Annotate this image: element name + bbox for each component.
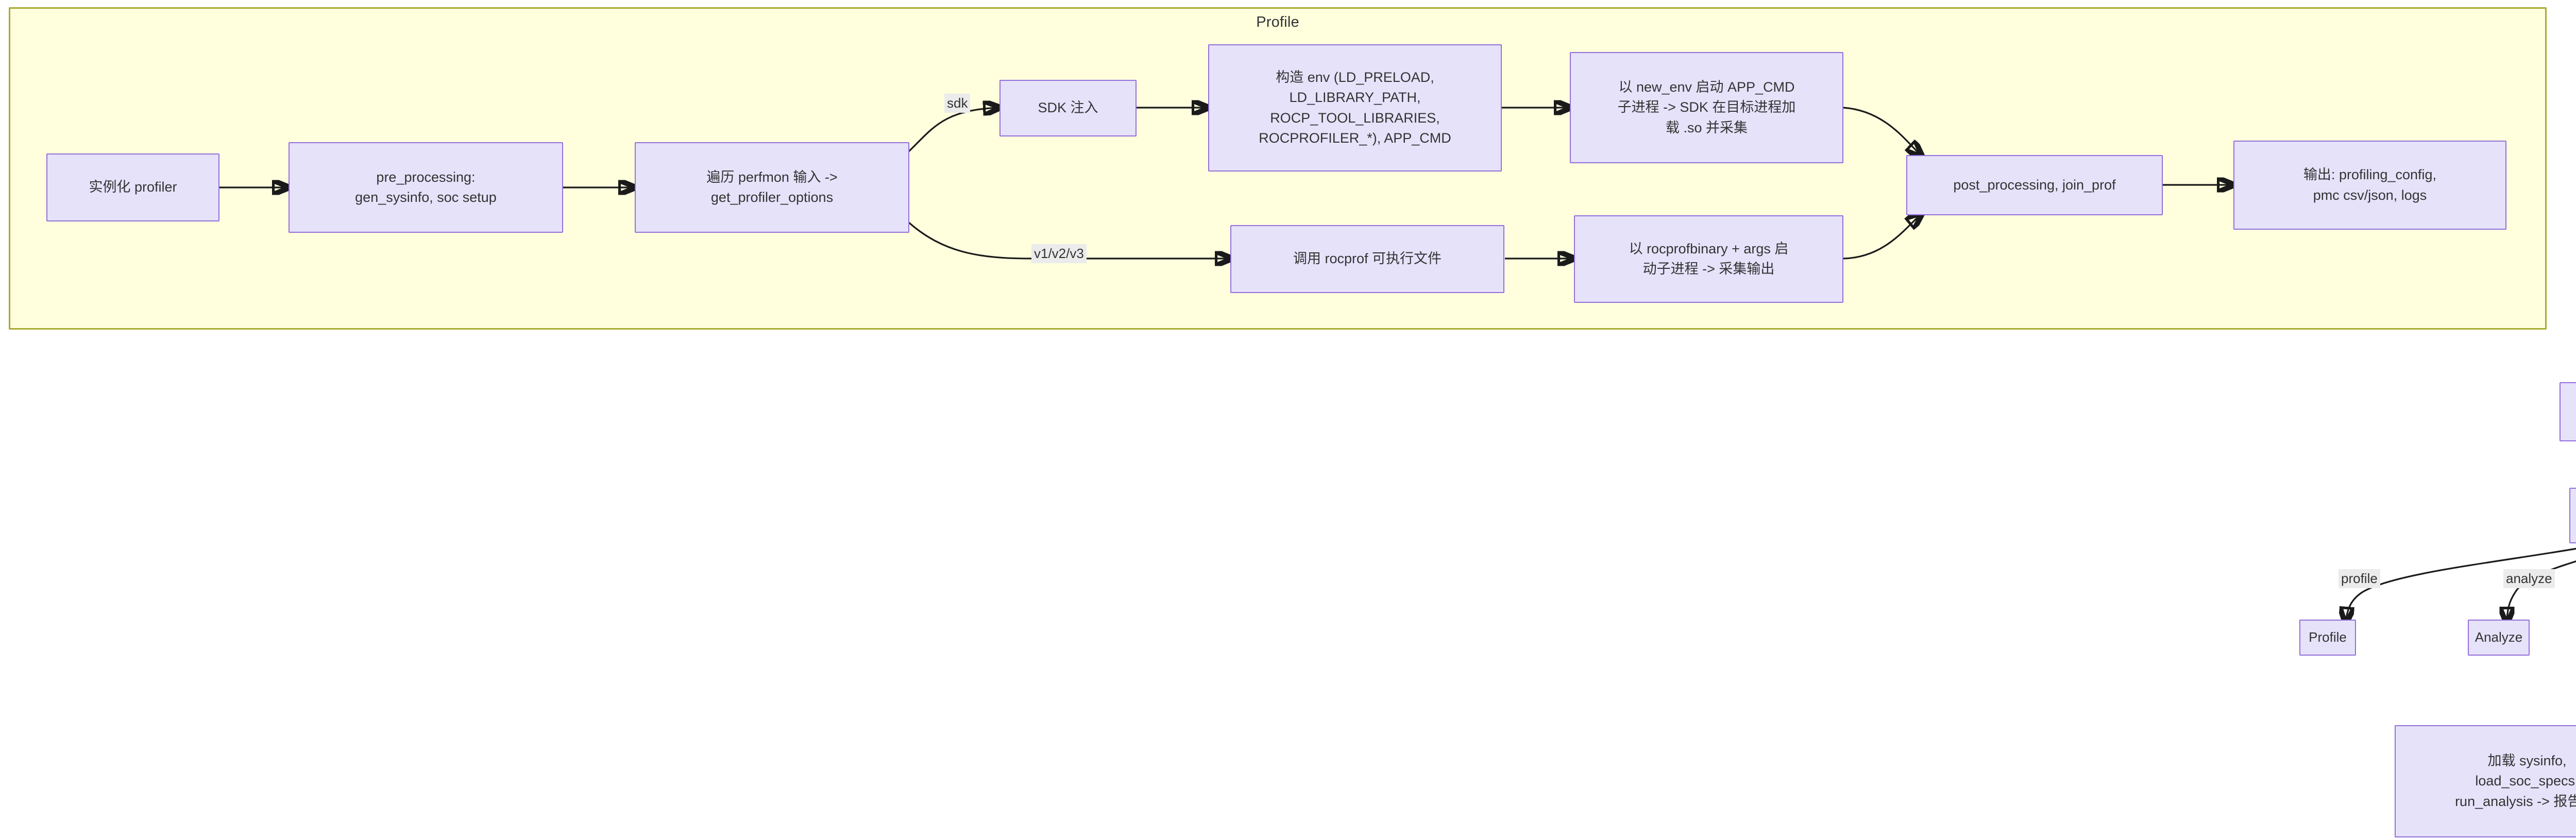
- node-label: 调用 rocprof 可执行文件: [1293, 251, 1442, 267]
- node-launch-app-cmd[interactable]: 以 new_env 启动 APP_CMD 子进程 -> SDK 在目标进程加 载…: [1570, 52, 1843, 163]
- node-label-line-1: 加载 sysinfo,: [2487, 753, 2567, 769]
- node-call-rocprof-executable[interactable]: 调用 rocprof 可执行文件: [1230, 225, 1504, 293]
- node-parse-args-verify-deps[interactable]: 解析参数 & 校验 deps: [2560, 382, 2576, 441]
- node-label-line-2: get_profiler_options: [710, 190, 834, 205]
- node-label-line-2: 子进程 -> SDK 在目标进程加: [1617, 99, 1796, 115]
- edge-label-sdk: sdk: [944, 94, 971, 113]
- node-label-line-2: LD_LIBRARY_PATH,: [1289, 90, 1421, 106]
- edge-label-versions: v1/v2/v3: [1031, 244, 1087, 264]
- node-label-line-2: gen_sysinfo, soc setup: [355, 190, 497, 205]
- node-outputs[interactable]: 输出: profiling_config, pmc csv/json, logs: [2233, 141, 2506, 230]
- node-label: post_processing, join_prof: [1953, 177, 2116, 193]
- node-iterate-perfmon-input[interactable]: 遍历 perfmon 输入 -> get_profiler_options: [635, 142, 909, 233]
- node-label-line-3: run_analysis -> 报告/UI: [2455, 793, 2576, 809]
- node-post-processing[interactable]: post_processing, join_prof: [1906, 155, 2163, 215]
- node-mode-analyze[interactable]: Analyze: [2468, 620, 2530, 656]
- node-label-line-1: pre_processing:: [376, 169, 476, 185]
- node-label-line-1: 以 rocprofbinary + args 启: [1629, 241, 1789, 256]
- node-mode-profile[interactable]: Profile: [2299, 620, 2356, 656]
- node-analysis-steps[interactable]: 加载 sysinfo, load_soc_specs, run_analysis…: [2395, 725, 2576, 837]
- node-launch-rocprof-subprocess[interactable]: 以 rocprofbinary + args 启 动子进程 -> 采集输出: [1574, 215, 1843, 303]
- node-label-line-2: load_soc_specs,: [2475, 773, 2576, 789]
- node-label-line-3: 载 .so 并采集: [1665, 119, 1748, 135]
- node-label-line-3: ROCP_TOOL_LIBRARIES,: [1270, 110, 1440, 126]
- node-label-line-1: 以 new_env 启动 APP_CMD: [1618, 79, 1795, 95]
- node-label: Profile: [2309, 629, 2347, 645]
- node-sdk-injection[interactable]: SDK 注入: [999, 80, 1137, 136]
- node-label-line-1: 输出: profiling_config,: [2303, 167, 2437, 183]
- node-label: SDK 注入: [1038, 100, 1098, 116]
- node-build-env[interactable]: 构造 env (LD_PRELOAD, LD_LIBRARY_PATH, ROC…: [1208, 44, 1502, 172]
- node-label: 实例化 profiler: [89, 179, 177, 195]
- node-label: Analyze: [2475, 629, 2523, 645]
- subgraph-title-profile: Profile: [1256, 14, 1299, 30]
- node-label-line-2: 动子进程 -> 采集输出: [1642, 261, 1775, 277]
- node-label-line-2: pmc csv/json, logs: [2313, 187, 2427, 203]
- node-label-line-4: ROCPROFILER_*), APP_CMD: [1259, 130, 1451, 146]
- node-select-mode-detect-profiler[interactable]: 选择模式 & 检测 profiler: [2569, 488, 2576, 543]
- node-label-line-1: 构造 env (LD_PRELOAD,: [1276, 70, 1434, 85]
- edge-label-analyze: analyze: [2503, 569, 2555, 589]
- node-pre-processing[interactable]: pre_processing: gen_sysinfo, soc setup: [289, 142, 563, 233]
- node-label-line-1: 遍历 perfmon 输入 ->: [706, 169, 838, 185]
- edge-label-profile: profile: [2338, 569, 2380, 589]
- node-instantiate-profiler[interactable]: 实例化 profiler: [46, 153, 219, 221]
